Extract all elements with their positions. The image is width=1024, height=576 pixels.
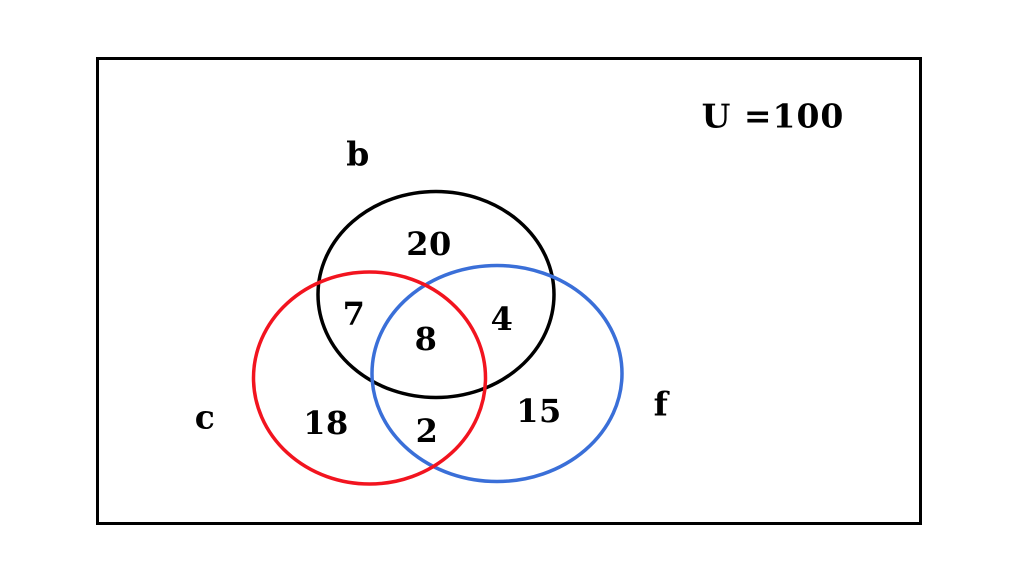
region-value-c-and-f: 2 xyxy=(415,412,439,450)
set-b-circle xyxy=(316,189,556,400)
set-f-label: f xyxy=(653,384,669,424)
region-value-f-only: 15 xyxy=(516,392,562,430)
set-c-circle xyxy=(251,270,488,486)
region-value-b-and-c: 7 xyxy=(342,295,366,333)
region-value-b-and-c-and-f: 8 xyxy=(414,320,438,358)
universe-box xyxy=(96,57,922,525)
set-b-label: b xyxy=(346,134,370,174)
universe-label: U =100 xyxy=(701,96,845,136)
set-f-circle xyxy=(370,263,624,484)
region-value-b-and-f: 4 xyxy=(490,300,514,338)
set-c-label: c xyxy=(194,397,216,437)
region-value-b-only: 20 xyxy=(406,225,452,263)
region-value-c-only: 18 xyxy=(303,404,349,442)
